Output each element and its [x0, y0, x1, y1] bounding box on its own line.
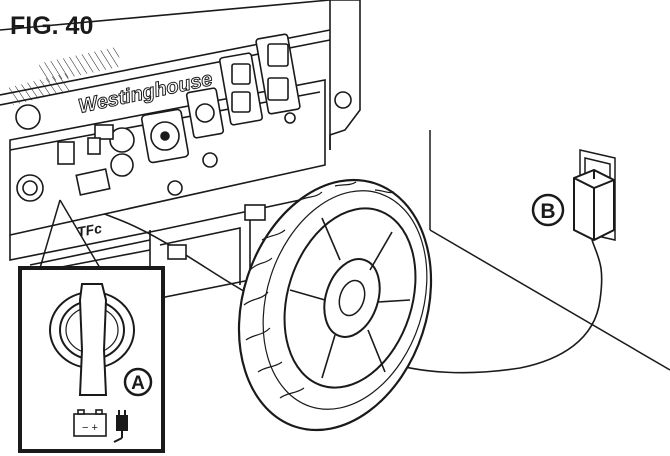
room-lines [429, 130, 670, 371]
callout-a-label: A [131, 373, 145, 394]
wheel [237, 178, 433, 432]
callout-b-label: B [540, 200, 555, 223]
battery-icon-sign: − + [82, 422, 98, 434]
inset-detail: − + A [18, 266, 165, 453]
model-mark: TFc [76, 220, 104, 240]
callout-b: B [531, 193, 565, 227]
inset-leader-lines [39, 199, 101, 269]
battery-icon [73, 409, 107, 437]
plug-icon [113, 410, 128, 443]
generator-body [0, 0, 361, 301]
